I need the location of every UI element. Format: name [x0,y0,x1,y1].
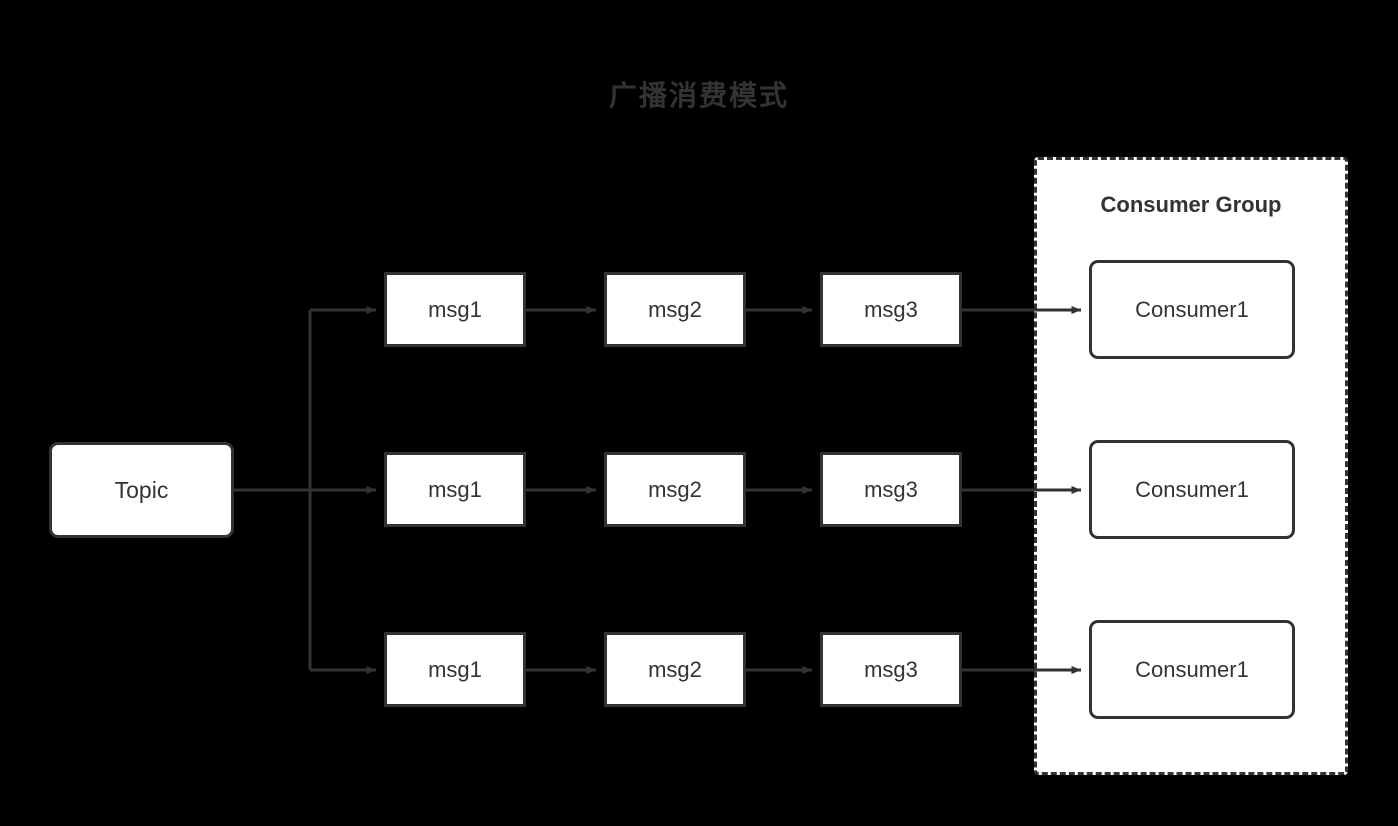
msg-node-row3-msg3[interactable]: msg3 [820,632,962,707]
msg-node-row2-msg2[interactable]: msg2 [604,452,746,527]
msg-node-row1-msg1[interactable]: msg1 [384,272,526,347]
msg-node-row1-msg3[interactable]: msg3 [820,272,962,347]
msg-node-row3-msg2[interactable]: msg2 [604,632,746,707]
msg-node-row2-msg1[interactable]: msg1 [384,452,526,527]
consumer-node-3[interactable]: Consumer1 [1089,620,1295,719]
msg-node-row2-msg3[interactable]: msg3 [820,452,962,527]
msg-node-row1-msg2[interactable]: msg2 [604,272,746,347]
edge-topic-to-branch [234,310,312,670]
diagram-title: 广播消费模式 [608,80,789,111]
msg-node-row3-msg1[interactable]: msg1 [384,632,526,707]
consumer-group-label: Consumer Group [1100,192,1282,217]
topic-node[interactable]: Topic [49,442,234,538]
consumer-node-2[interactable]: Consumer1 [1089,440,1295,539]
consumer-node-1[interactable]: Consumer1 [1089,260,1295,359]
